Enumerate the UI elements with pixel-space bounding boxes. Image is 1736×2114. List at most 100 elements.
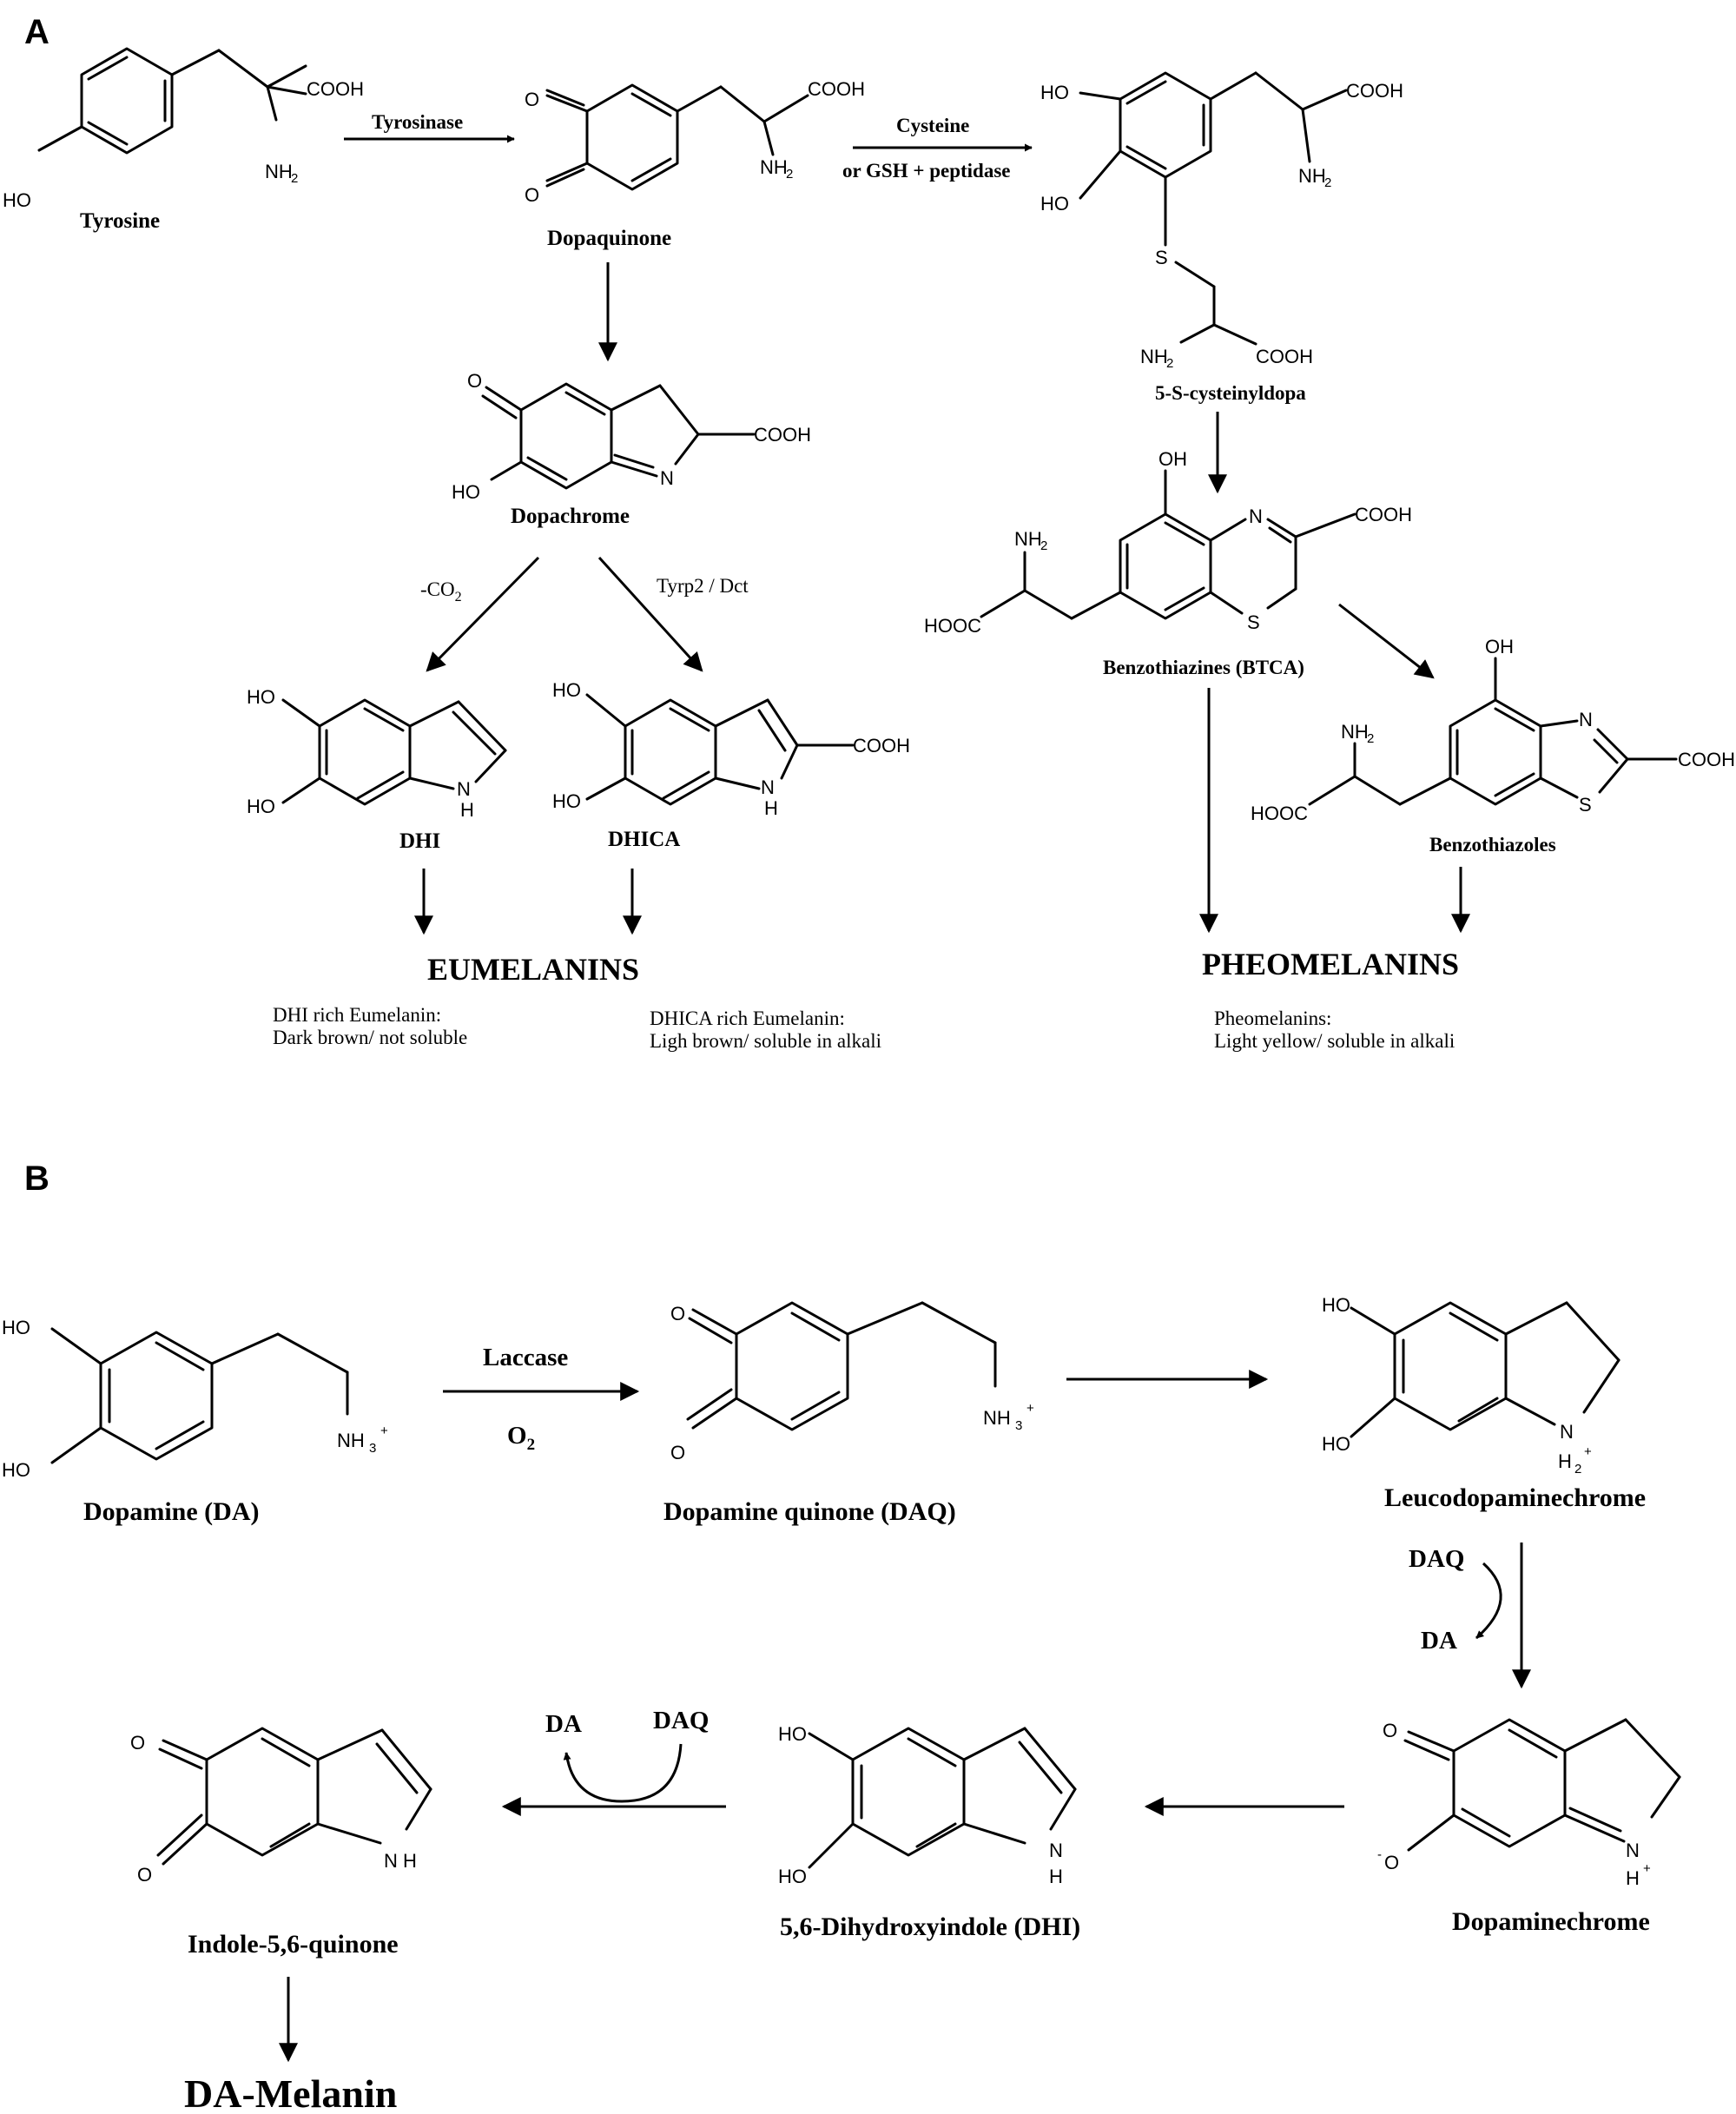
atom-label: NH xyxy=(265,161,293,182)
atom-subscript: 3 xyxy=(1015,1418,1022,1433)
atom-label: HO xyxy=(778,1866,807,1887)
atom-label: NH xyxy=(983,1407,1011,1429)
note-pheomelanin-2: Light yellow/ soluble in alkali xyxy=(1214,1030,1455,1052)
charge-plus: + xyxy=(1643,1861,1651,1876)
atom-label: COOH xyxy=(307,78,364,100)
atom-label: COOH xyxy=(1346,80,1403,102)
atom-label: HO xyxy=(552,679,581,701)
atom-label: OH xyxy=(1485,636,1514,657)
atom-label: COOH xyxy=(853,735,910,756)
dhica-structure: HO HO COOH N H xyxy=(552,679,910,819)
curved-arrow-daq-da-1 xyxy=(1475,1562,1502,1640)
label-indolequinone: Indole-5,6-quinone xyxy=(188,1930,399,1959)
label-dopachrome: Dopachrome xyxy=(511,505,630,528)
panel-label-b: B xyxy=(24,1159,50,1198)
reagent-gsh: or GSH + peptidase xyxy=(842,160,1011,182)
atom-label: N xyxy=(1560,1421,1574,1443)
reagent-daq-2: DAQ xyxy=(653,1707,709,1734)
dopachrome-structure: O COOH N HO xyxy=(452,370,811,503)
atom-label: S xyxy=(1579,794,1592,816)
atom-label: NH xyxy=(1140,346,1168,367)
atom-label: O xyxy=(1384,1852,1399,1873)
benzothiazoles-structure: OH N COOH S NH 2 HOOC xyxy=(1251,636,1735,824)
atom-label: O xyxy=(525,184,539,206)
label-btca: Benzothiazines (BTCA) xyxy=(1103,657,1304,678)
label-benzothiazoles: Benzothiazoles xyxy=(1429,834,1556,856)
atom-label: HO xyxy=(1040,193,1069,215)
reagent-co2: -CO2 xyxy=(420,578,462,604)
label-tyrosine: Tyrosine xyxy=(80,209,160,233)
reagent-daq-1: DAQ xyxy=(1409,1545,1464,1573)
atom-label: H xyxy=(460,799,474,821)
reagent-tyrp2: Tyrp2 / Dct xyxy=(657,575,749,597)
atom-subscript: 3 xyxy=(369,1441,376,1456)
dopamine-quinone-structure: O O NH 3 + xyxy=(670,1301,1034,1463)
atom-label: S xyxy=(1155,247,1168,268)
atom-label: H xyxy=(1049,1866,1063,1887)
label-dhi-b: 5,6-Dihydroxyindole (DHI) xyxy=(780,1913,1080,1941)
product-eumelanins: EUMELANINS xyxy=(427,952,639,987)
panel-label-a: A xyxy=(24,13,50,51)
reagent-laccase: Laccase xyxy=(483,1344,568,1371)
atom-label: O xyxy=(137,1864,152,1886)
note-dhi-eumelanin-2: Dark brown/ not soluble xyxy=(273,1027,467,1048)
atom-subscript: 2 xyxy=(1574,1462,1581,1476)
atom-label: COOH xyxy=(1256,346,1313,367)
atom-label: HOOC xyxy=(1251,803,1308,824)
arrow-dopachrome-dhi xyxy=(426,556,540,672)
atom-label: O xyxy=(525,89,539,110)
atom-label: O xyxy=(467,370,482,392)
dhi-structure-b: HO HO N H xyxy=(778,1723,1077,1887)
charge-minus: - xyxy=(1377,1847,1382,1862)
atom-label: HO xyxy=(1322,1433,1350,1455)
dhi-structure-a: HO HO N H xyxy=(247,686,507,821)
reagent-tyrosinase: Tyrosinase xyxy=(372,111,463,133)
charge-plus: + xyxy=(380,1424,388,1438)
atom-label: HO xyxy=(1040,82,1069,103)
atom-label: NH xyxy=(1341,721,1369,743)
atom-label: S xyxy=(1247,611,1260,633)
charge-plus: + xyxy=(1026,1401,1034,1416)
atom-label: HO xyxy=(2,1459,30,1481)
label-dhi: DHI xyxy=(399,829,440,853)
atom-subscript: 2 xyxy=(1040,538,1047,553)
arrow-dopachrome-dhica xyxy=(597,556,703,672)
product-pheomelanins: PHEOMELANINS xyxy=(1202,947,1459,981)
label-cysteinyldopa: 5-S-cysteinyldopa xyxy=(1155,382,1306,404)
arrow-btca-benzothiazoles xyxy=(1338,603,1435,679)
atom-label: NH xyxy=(337,1430,365,1451)
atom-label: N xyxy=(1579,709,1593,730)
atom-label: COOH xyxy=(1678,749,1735,770)
atom-label: H xyxy=(1626,1867,1640,1889)
atom-label: H xyxy=(403,1850,417,1872)
atom-label: H xyxy=(1558,1450,1572,1472)
atom-label: HO xyxy=(778,1723,807,1745)
tyrosine-structure: COOH NH 2 HO xyxy=(3,47,364,211)
atom-label: NH xyxy=(760,156,788,178)
dopaminechrome-structure: O - O N H + xyxy=(1377,1718,1681,1889)
atom-label: OH xyxy=(1158,448,1187,470)
atom-label: O xyxy=(670,1303,685,1325)
label-leucodopaminechrome: Leucodopaminechrome xyxy=(1384,1483,1646,1512)
atom-label: N xyxy=(1626,1840,1640,1861)
atom-label: HO xyxy=(452,481,480,503)
reagent-cysteine: Cysteine xyxy=(896,115,969,136)
atom-label: HO xyxy=(247,686,275,708)
label-dopamine: Dopamine (DA) xyxy=(83,1497,260,1526)
atom-label: N xyxy=(1249,505,1263,527)
note-dhica-eumelanin-2: Ligh brown/ soluble in alkali xyxy=(650,1030,881,1052)
atom-subscript: 2 xyxy=(1324,175,1331,190)
atom-label: COOH xyxy=(1355,504,1412,525)
product-da-melanin: DA-Melanin xyxy=(184,2071,397,2114)
atom-label: N xyxy=(660,467,674,489)
atom-label: H xyxy=(764,797,778,819)
reagent-da-2: DA xyxy=(545,1710,582,1738)
atom-label: N xyxy=(384,1850,398,1872)
note-dhi-eumelanin-1: DHI rich Eumelanin: xyxy=(273,1004,441,1026)
atom-subscript: 2 xyxy=(786,167,793,182)
dopaquinone-structure: O O COOH NH 2 xyxy=(525,78,865,206)
atom-label: HOOC xyxy=(924,615,981,637)
atom-label: COOH xyxy=(808,78,865,100)
atom-label: N xyxy=(1049,1840,1063,1861)
